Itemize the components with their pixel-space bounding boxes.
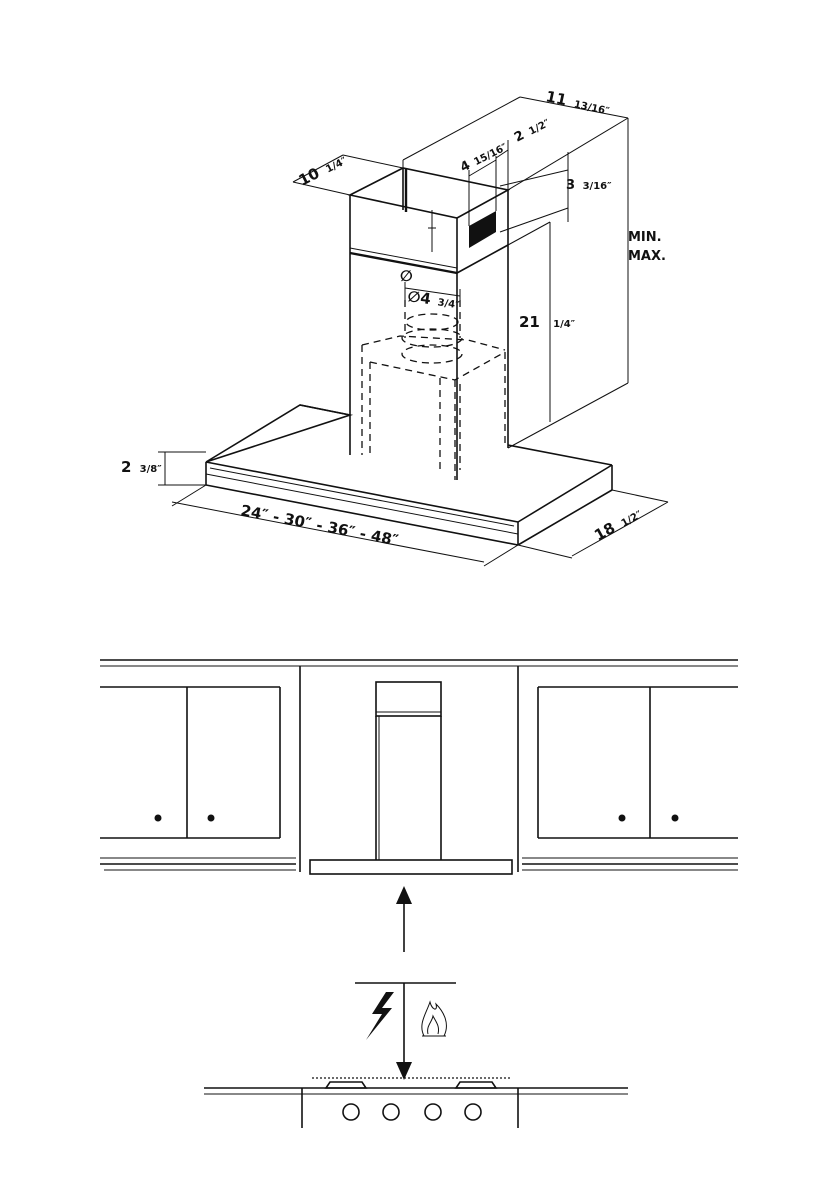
dim-outlet-diameter: ∅ ∅4 3/4″ bbox=[400, 267, 462, 312]
burner-knob bbox=[383, 1104, 399, 1120]
dim-chimney-height: 21 1/4″ bbox=[508, 222, 576, 422]
left-upper-cabinet bbox=[100, 687, 296, 870]
lightning-bolt-icon bbox=[366, 992, 394, 1040]
svg-text:3 3/16″: 3 3/16″ bbox=[566, 178, 612, 193]
dim-duct-depth: 10 1/4″ bbox=[293, 150, 403, 195]
hood-front-elevation bbox=[310, 682, 512, 874]
cabinet-knob bbox=[672, 815, 679, 822]
burner-knob bbox=[343, 1104, 359, 1120]
cabinet-knob bbox=[155, 815, 162, 822]
right-upper-cabinet bbox=[522, 687, 738, 870]
dim-vent-height: 3 3/16″ bbox=[500, 152, 612, 232]
vent-grille bbox=[469, 211, 496, 248]
cabinet-knob bbox=[208, 815, 215, 822]
dim-hood-widths: 24″ - 30″ - 36″ - 48″ bbox=[172, 485, 518, 566]
svg-text:2 1/2″: 2 1/2″ bbox=[512, 115, 553, 146]
burner-knob bbox=[425, 1104, 441, 1120]
svg-text:2 3/8″: 2 3/8″ bbox=[121, 458, 162, 476]
svg-text:11 13/16″: 11 13/16″ bbox=[544, 87, 612, 118]
diameter-symbol: ∅ bbox=[400, 267, 413, 285]
dim-vent-offset: 2 1/2″ bbox=[496, 115, 553, 190]
burner-knob bbox=[465, 1104, 481, 1120]
svg-text:4 15/16″: 4 15/16″ bbox=[458, 139, 510, 176]
hood-widths-label: 24″ - 30″ - 36″ - 48″ bbox=[239, 501, 400, 549]
svg-text:18 1/2″: 18 1/2″ bbox=[591, 504, 645, 545]
motor-housing-dashed bbox=[362, 300, 505, 480]
dim-hood-height: 2 3/8″ bbox=[121, 452, 206, 485]
cooktop bbox=[204, 1078, 628, 1128]
max-label: MAX. bbox=[628, 249, 666, 264]
clearance-arrow bbox=[355, 886, 456, 1080]
dim-overlap bbox=[428, 210, 436, 252]
svg-text:21 1/4″: 21 1/4″ bbox=[519, 313, 576, 331]
gas-flame-icon bbox=[422, 1002, 447, 1036]
range-hood-isometric: 10 1/4″ 11 13/16″ 4 15/16″ bbox=[121, 87, 668, 566]
svg-text:10 1/4″: 10 1/4″ bbox=[296, 150, 350, 189]
kitchen-elevation bbox=[100, 660, 738, 1128]
svg-text:∅4 3/4″: ∅4 3/4″ bbox=[406, 287, 461, 312]
cabinet-knob bbox=[619, 815, 626, 822]
min-label: MIN. bbox=[628, 230, 662, 245]
dim-min-max-height: MIN. MAX. bbox=[508, 118, 666, 448]
